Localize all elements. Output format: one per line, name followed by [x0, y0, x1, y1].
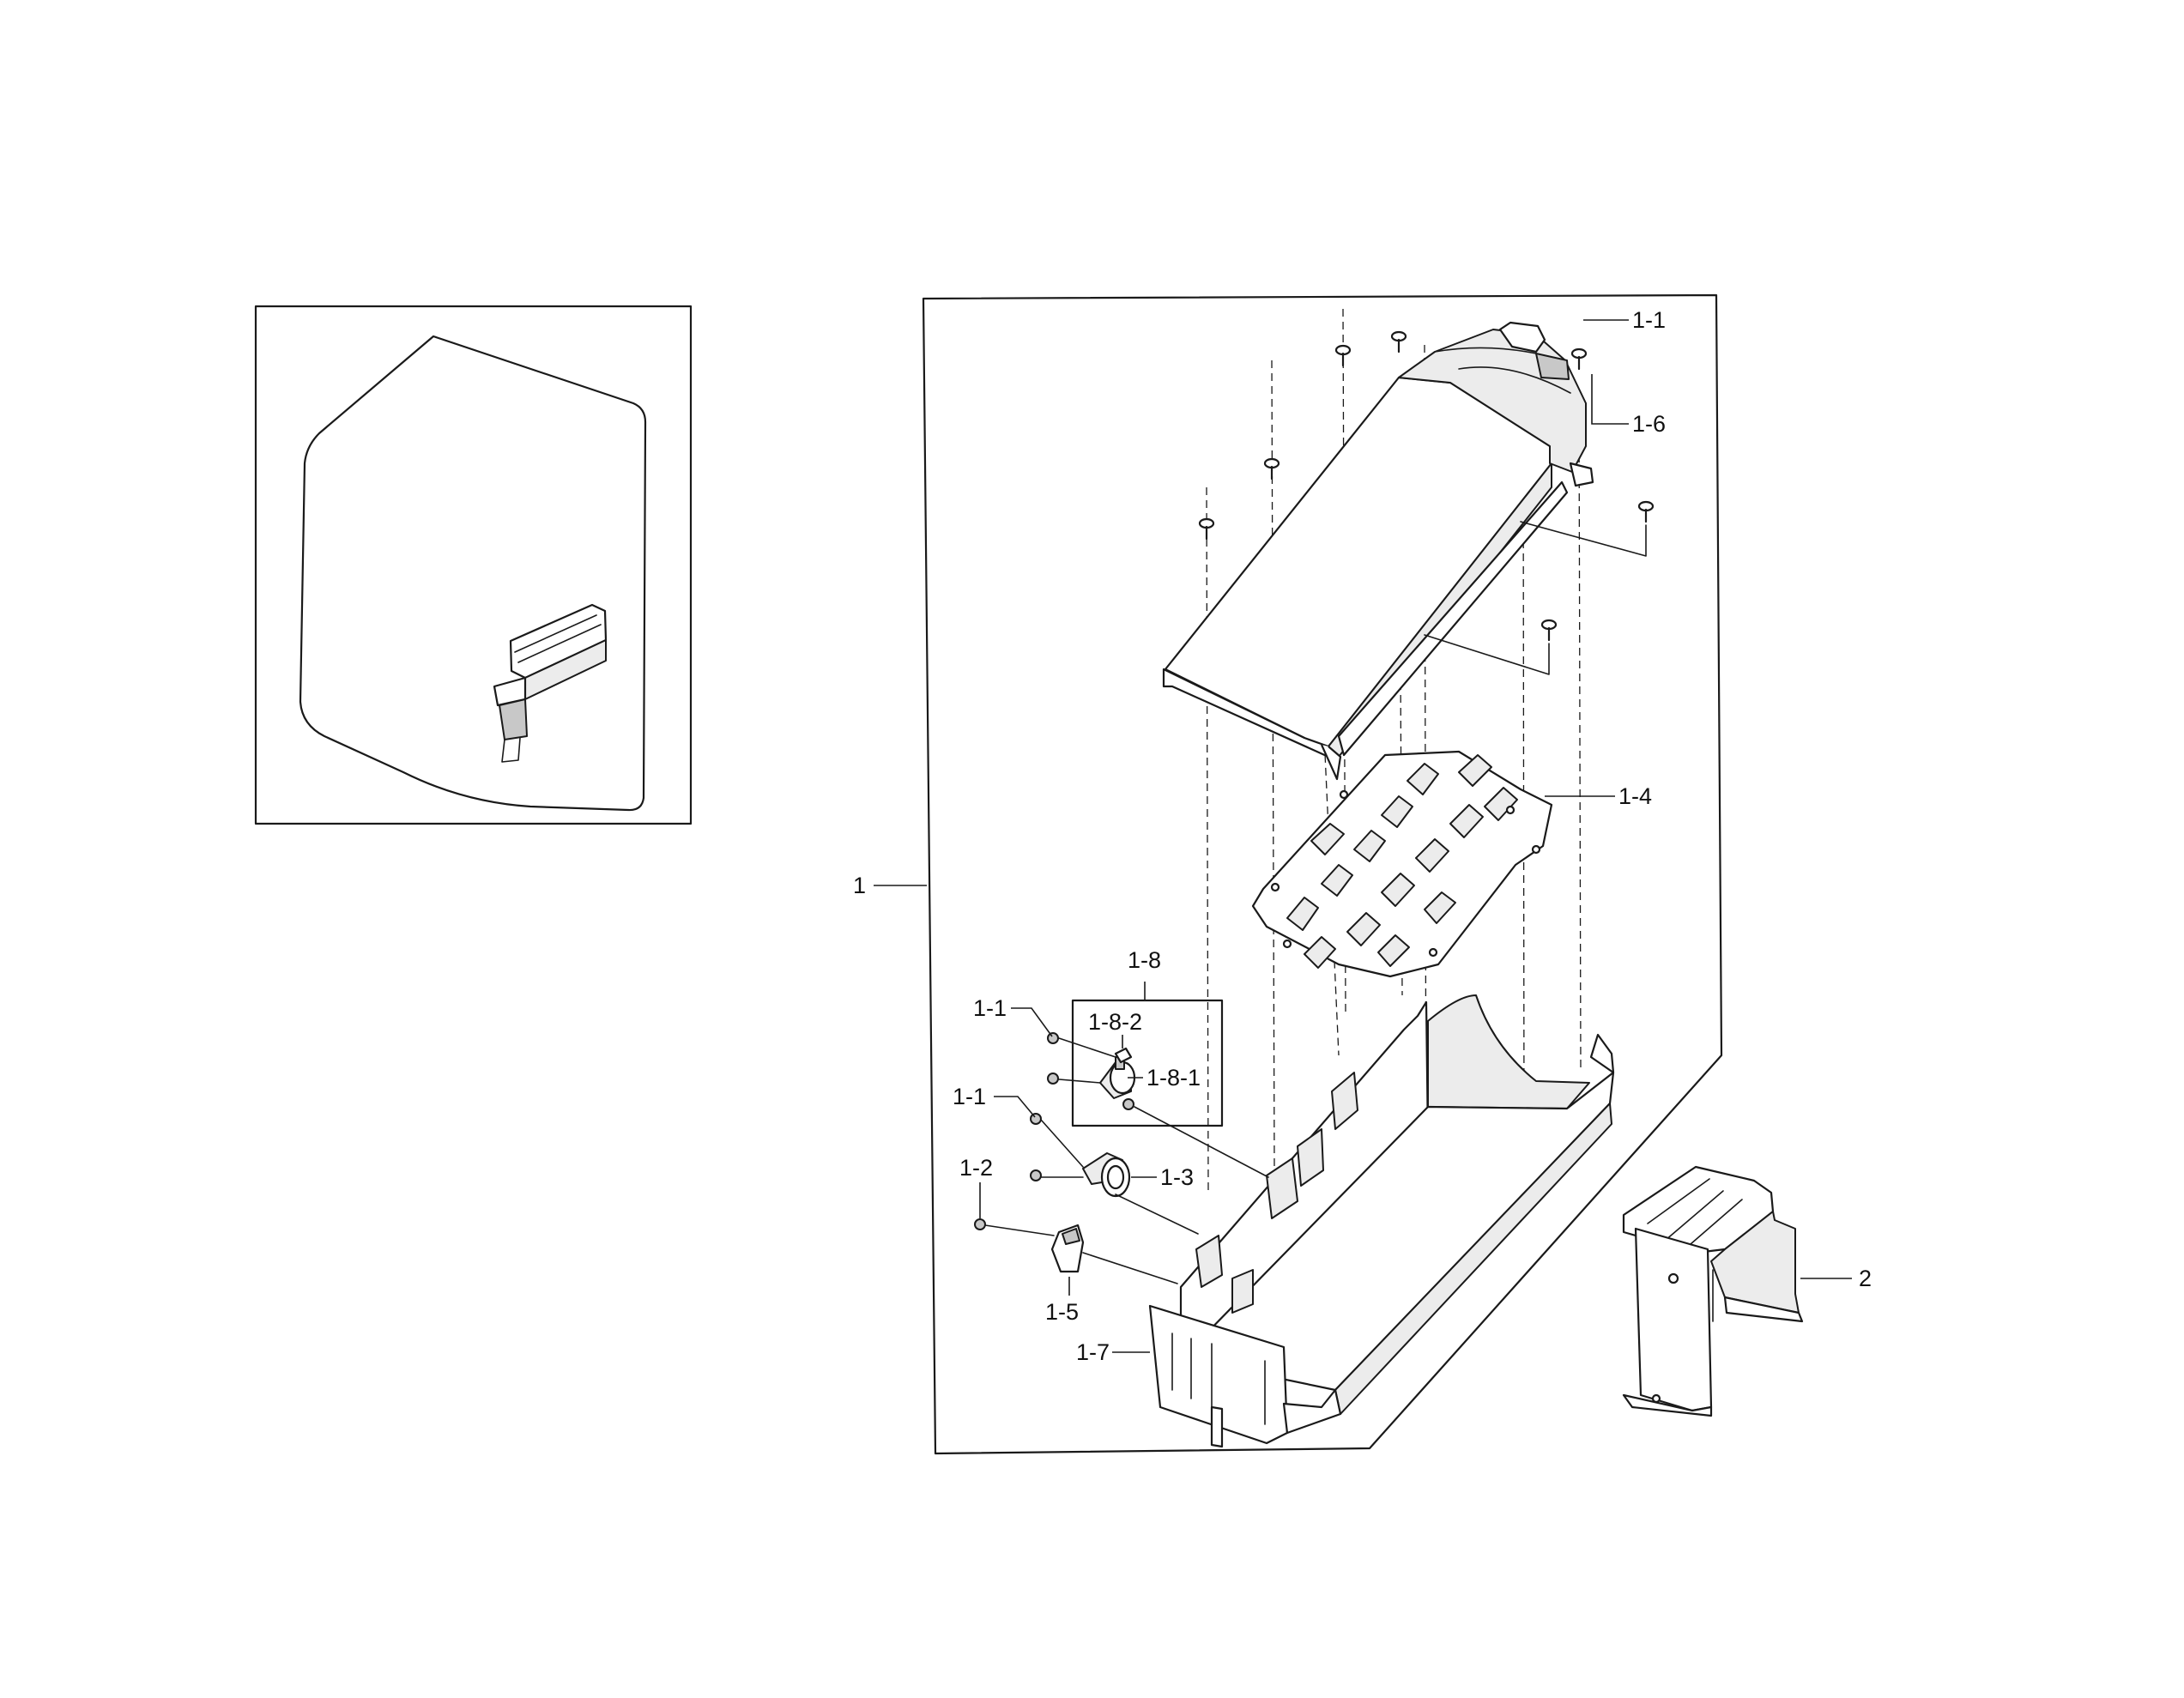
bracket-part-2	[1622, 1165, 1804, 1417]
sub-assembly-1-8-frame	[1071, 999, 1224, 1127]
thermostat-part-1-8-1	[1099, 1056, 1136, 1099]
callout-1-1-mid: 1-1	[973, 995, 1007, 1021]
mounting-lines	[984, 1037, 1269, 1284]
callout-1-7: 1-7	[1076, 1339, 1110, 1365]
housing-brackets	[1195, 1072, 1358, 1314]
screw-icon	[1030, 1113, 1042, 1125]
callout-1-8-2: 1-8-2	[1088, 1009, 1142, 1035]
callout-1-2: 1-2	[959, 1155, 993, 1181]
thermostat-part-1-3	[1082, 1152, 1131, 1198]
screw-icon	[1637, 500, 1655, 523]
screw-icon	[1570, 347, 1588, 371]
screw-icon	[1122, 1098, 1134, 1110]
locator-inset	[254, 305, 693, 825]
screw-icon	[1198, 517, 1215, 541]
callout-1-5: 1-5	[1045, 1299, 1079, 1325]
callout-1-8: 1-8	[1128, 947, 1161, 973]
screw-icon	[1540, 619, 1558, 642]
leader-lines	[874, 319, 1852, 1353]
screws-cover	[1198, 330, 1655, 642]
thermistor-part-1-5	[1050, 1224, 1085, 1273]
element-plate-outline	[1251, 750, 1553, 978]
heater-cover-flange	[1337, 480, 1569, 757]
screw-icon	[974, 1218, 986, 1230]
callout-1-1-top: 1-1	[1632, 307, 1666, 333]
heater-element-plate-part-1-4	[1251, 750, 1553, 978]
callout-2: 2	[1859, 1266, 1872, 1291]
screw-icon	[1334, 344, 1352, 367]
heater-housing-part-1-7	[1148, 994, 1615, 1448]
screw-icon	[1390, 330, 1407, 353]
heater-cover-part-1-6	[1162, 321, 1594, 781]
inset-frame	[254, 305, 693, 825]
bracket-front-face	[1634, 1227, 1713, 1412]
housing-inner-duct	[1427, 994, 1590, 1109]
element-insulators	[1286, 754, 1518, 969]
callout-1-6: 1-6	[1632, 411, 1666, 437]
screw-icon	[1047, 1032, 1059, 1044]
assembly-frame	[922, 293, 1723, 1455]
thermal-fuse-part-1-8-2	[1114, 1047, 1133, 1064]
screw-icon	[1263, 457, 1280, 480]
callout-1: 1	[853, 873, 866, 898]
screw-icon	[1047, 1073, 1059, 1085]
housing-front-plate	[1148, 1304, 1289, 1445]
screw-icon	[1030, 1169, 1042, 1181]
callout-1-4: 1-4	[1618, 783, 1652, 809]
callout-1-8-1: 1-8-1	[1146, 1065, 1201, 1091]
element-terminals	[1270, 789, 1541, 958]
inset-heater-assembly	[493, 603, 608, 763]
dryer-cabinet-outline	[299, 335, 647, 812]
callout-1-3: 1-3	[1160, 1164, 1194, 1190]
bracket-side-face	[1710, 1211, 1800, 1314]
callout-labels: 1 1-1 1-6 1-4 1-8 1-1 1-8-2 1-8-1 1-1 1-…	[853, 307, 1872, 1365]
callout-1-1-low: 1-1	[953, 1084, 986, 1109]
